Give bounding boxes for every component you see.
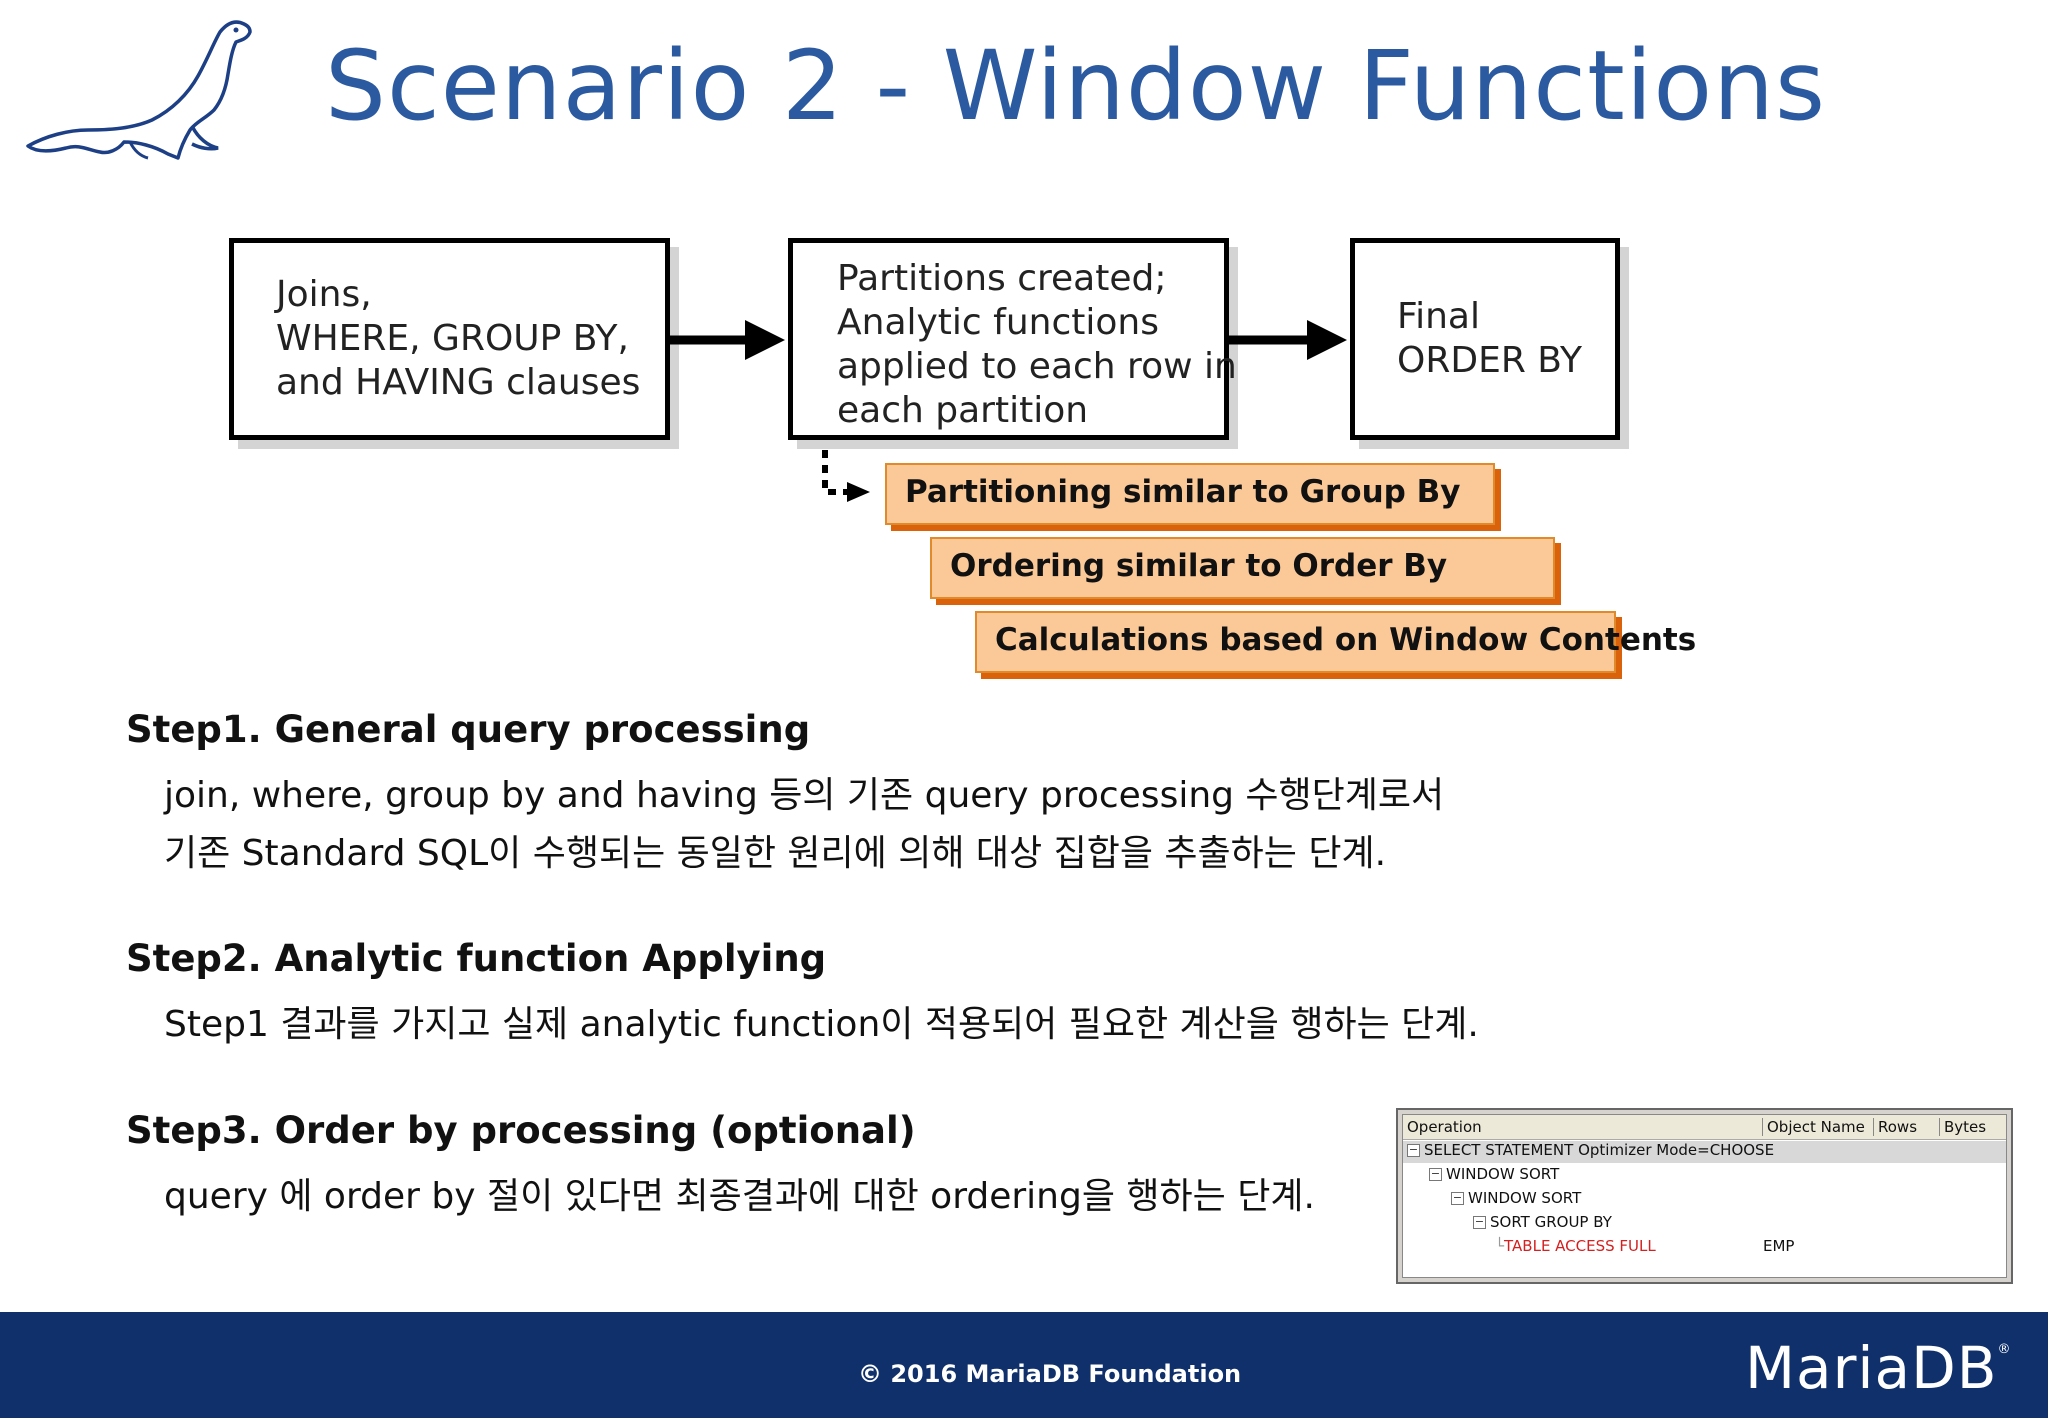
footer-brand-logo: MariaDB® [1745,1334,2012,1402]
flow-box-partitions: Partitions created; Analytic functions a… [788,238,1237,440]
flow-box-line: ORDER BY [1397,340,1582,381]
detail-partitioning: Partitioning similar to Group By [885,463,1495,525]
plan-row[interactable]: −SORT GROUP BY [1473,1213,1612,1235]
step-title: Step1. General query processing [126,708,811,751]
step-text: 기존 Standard SQL이 수행되는 동일한 원리에 의해 대상 집합을 … [164,833,1387,874]
flow-box-line: Partitions created; [837,258,1167,299]
detail-calculations: Calculations based on Window Contents [975,611,1696,673]
flow-box-line: each partition [837,390,1089,431]
column-header-rows[interactable]: Rows [1873,1118,1917,1136]
detail-ordering: Ordering similar to Order By [930,537,1555,599]
trademark-icon: ® [1997,1342,2012,1357]
flow-box-line: WHERE, GROUP BY, [276,318,629,359]
column-header-bytes[interactable]: Bytes [1939,1118,1986,1136]
flow-box-line: applied to each row in [837,346,1237,387]
step-1: Step1. General query processing join, wh… [126,708,1444,882]
sea-lion-logo-icon [26,20,252,160]
right-arrow-icon [1229,320,1347,360]
step-3: Step3. Order by processing (optional) qu… [126,1109,1315,1225]
step-2: Step2. Analytic function Applying Step1 … [126,937,1479,1053]
tree-branch-icon: └ [1495,1237,1505,1255]
plan-row[interactable]: −SELECT STATEMENT Optimizer Mode=CHOOSE [1403,1141,2006,1163]
step-text: query 에 order by 절이 있다면 최종결과에 대한 orderin… [164,1176,1315,1217]
footer-copyright: © 2016 MariaDB Foundation [858,1360,1242,1388]
flow-box-joins: Joins, WHERE, GROUP BY, and HAVING claus… [229,238,670,440]
step-title: Step2. Analytic function Applying [126,937,827,980]
collapse-toggle-icon[interactable]: − [1407,1143,1420,1157]
column-header-object-name[interactable]: Object Name [1762,1118,1865,1136]
plan-row[interactable]: └TABLE ACCESS FULL EMP [1495,1237,1995,1259]
step-text: join, where, group by and having 등의 기존 q… [164,775,1445,816]
step-text: Step1 결과를 가지고 실제 analytic function이 적용되어… [164,1004,1479,1045]
plan-row[interactable]: −WINDOW SORT [1429,1165,1559,1187]
plan-operation: SELECT STATEMENT Optimizer Mode=CHOOSE [1424,1141,1775,1159]
plan-header-row: Operation Object Name Rows Bytes [1403,1115,2006,1140]
plan-operation: WINDOW SORT [1446,1165,1560,1183]
plan-operation: SORT GROUP BY [1490,1213,1612,1231]
execution-plan-tree: Operation Object Name Rows Bytes −SELECT… [1402,1114,2007,1278]
plan-row[interactable]: −WINDOW SORT [1451,1189,1581,1211]
footer-bar: © 2016 MariaDB Foundation MariaDB® [0,1312,2048,1418]
flow-box-final-order-by: Final ORDER BY [1350,238,1620,440]
page-title: Scenario 2 - Window Functions [325,30,1826,142]
column-header-operation[interactable]: Operation [1407,1118,1482,1136]
collapse-toggle-icon[interactable]: − [1451,1191,1464,1205]
brand-name: MariaDB [1745,1334,1998,1402]
flow-box-line: Final [1397,296,1480,337]
plan-object-name: EMP [1763,1237,1795,1255]
collapse-toggle-icon[interactable]: − [1473,1215,1486,1229]
right-arrow-icon [670,320,785,360]
plan-operation: WINDOW SORT [1468,1189,1582,1207]
execution-plan-panel: Operation Object Name Rows Bytes −SELECT… [1396,1108,2013,1284]
flow-box-line: and HAVING clauses [276,362,641,403]
flow-box-line: Analytic functions [837,302,1159,343]
step-title: Step3. Order by processing (optional) [126,1109,916,1152]
flow-box-line: Joins, [276,274,372,315]
plan-operation: TABLE ACCESS FULL [1504,1237,1656,1255]
collapse-toggle-icon[interactable]: − [1429,1167,1442,1181]
dashed-elbow-arrow-icon [822,450,870,502]
